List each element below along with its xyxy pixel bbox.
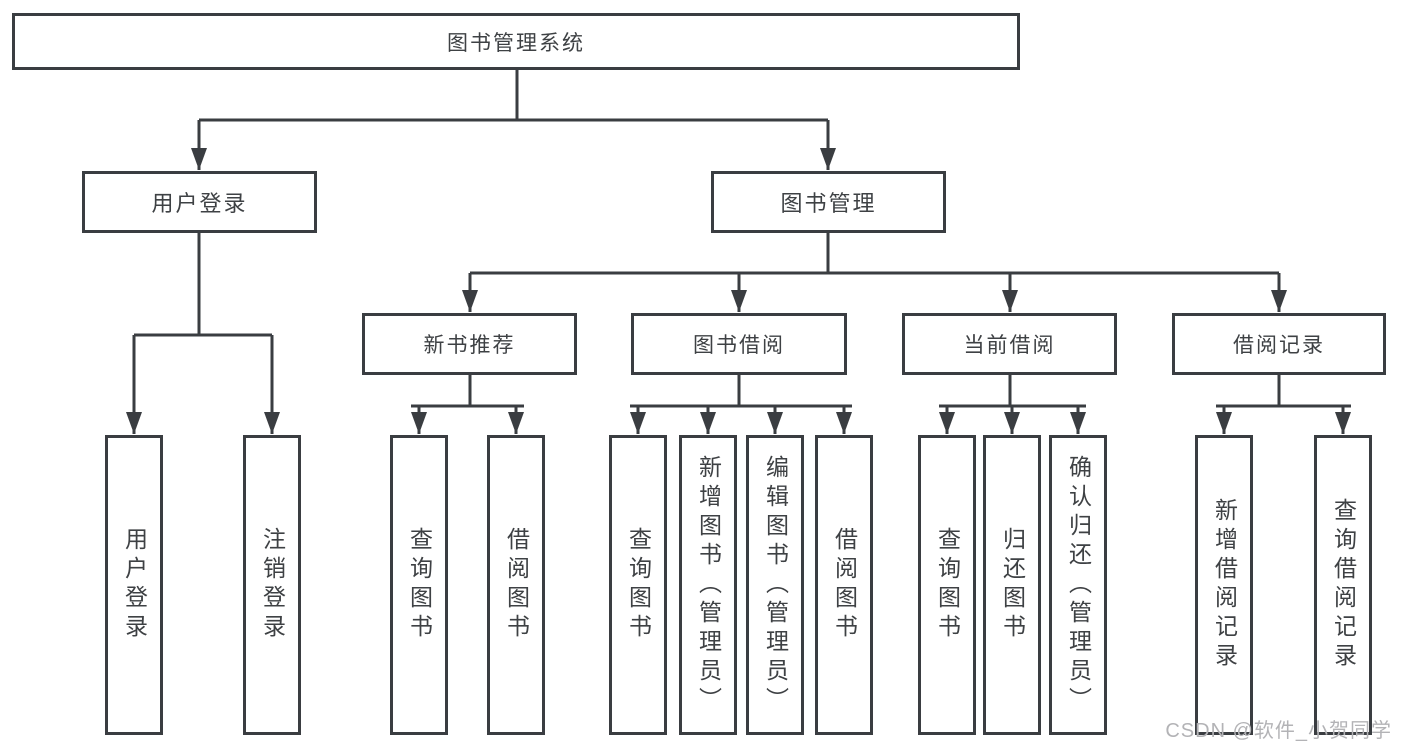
leaf-search-borrow-record-label: 查询借阅记录	[1330, 498, 1357, 672]
node-book-borrow: 图书借阅	[631, 313, 847, 375]
csdn-watermark: CSDN @软件_小贺同学	[1165, 720, 1392, 742]
leaf-logout-label: 注销登录	[259, 527, 286, 643]
leaf-recommend-search-books-label: 查询图书	[406, 527, 433, 643]
leaf-logout: 注销登录	[243, 435, 301, 735]
node-borrow-record: 借阅记录	[1172, 313, 1386, 375]
leaf-recommend-search-books: 查询图书	[390, 435, 448, 735]
node-new-book-recommend: 新书推荐	[362, 313, 577, 375]
node-user-login-group-label: 用户登录	[151, 191, 248, 216]
leaf-search-borrow-record: 查询借阅记录	[1314, 435, 1372, 735]
node-current-borrow-label: 当前借阅	[963, 334, 1056, 357]
leaf-user-login-label: 用户登录	[121, 527, 148, 643]
node-user-login-group: 用户登录	[82, 171, 317, 233]
node-library-management-system-label: 图书管理系统	[447, 31, 585, 55]
leaf-borrow-search-books-label: 查询图书	[625, 527, 652, 643]
node-book-borrow-label: 图书借阅	[693, 334, 785, 357]
leaf-user-login: 用户登录	[105, 435, 163, 735]
node-new-book-recommend-label: 新书推荐	[423, 334, 516, 357]
node-book-management: 图书管理	[711, 171, 946, 233]
leaf-recommend-borrow-books-label: 借阅图书	[503, 527, 530, 643]
leaf-confirm-return-admin: 确认归还（管理员）	[1049, 435, 1107, 735]
leaf-recommend-borrow-books: 借阅图书	[487, 435, 545, 735]
leaf-current-search-books-label: 查询图书	[934, 527, 961, 643]
leaf-add-book-admin-label: 新增图书（管理员）	[695, 454, 722, 716]
node-borrow-record-label: 借阅记录	[1233, 334, 1325, 357]
leaf-add-borrow-record-label: 新增借阅记录	[1211, 498, 1238, 672]
leaf-borrow-books-label: 借阅图书	[831, 527, 858, 643]
leaf-edit-book-admin-label: 编辑图书（管理员）	[762, 454, 789, 716]
node-current-borrow: 当前借阅	[902, 313, 1117, 375]
leaf-borrow-books: 借阅图书	[815, 435, 873, 735]
leaf-current-search-books: 查询图书	[918, 435, 976, 735]
leaf-add-book-admin: 新增图书（管理员）	[679, 435, 737, 735]
leaf-confirm-return-admin-label: 确认归还（管理员）	[1065, 454, 1092, 716]
leaf-return-books: 归还图书	[983, 435, 1041, 735]
leaf-borrow-search-books: 查询图书	[609, 435, 667, 735]
leaf-return-books-label: 归还图书	[999, 527, 1026, 643]
leaf-edit-book-admin: 编辑图书（管理员）	[746, 435, 804, 735]
node-book-management-label: 图书管理	[780, 191, 877, 216]
node-library-management-system: 图书管理系统	[12, 13, 1020, 70]
leaf-add-borrow-record: 新增借阅记录	[1195, 435, 1253, 735]
